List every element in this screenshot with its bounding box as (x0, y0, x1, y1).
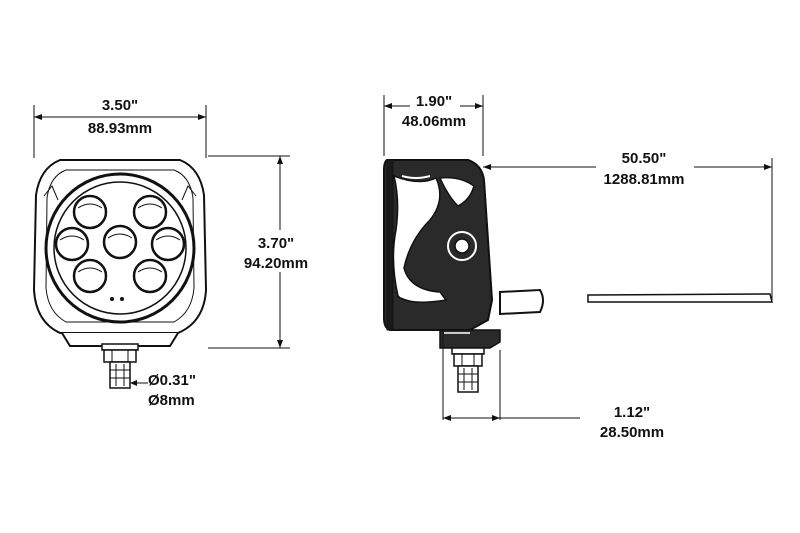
led-pod (72, 258, 108, 294)
cable-length-dimension (483, 158, 773, 300)
side-depth-in-label: 1.90" (416, 93, 452, 110)
cable-length-in-label: 50.50" (622, 150, 667, 167)
stud-diameter-dimension (130, 380, 148, 386)
front-width-mm-label: 88.93mm (88, 120, 152, 137)
led-pod (132, 258, 168, 294)
side-highlight (401, 175, 431, 179)
indicator-dot (110, 297, 114, 301)
front-height-dimension (208, 155, 290, 349)
cable-length-mm-label: 1288.81mm (604, 171, 685, 188)
front-stud-nut (103, 349, 137, 363)
side-depth-dimension (383, 95, 484, 156)
side-housing-sculpt (392, 174, 448, 303)
side-housing-sculpt-upper (438, 176, 475, 207)
led-pod (54, 226, 90, 262)
led-pod (102, 224, 138, 260)
front-height-mm-label: 94.20mm (244, 255, 308, 272)
front-width-in-label: 3.50" (102, 97, 138, 114)
stud-diameter-in-label: Ø0.31" (148, 372, 196, 389)
stud-offset-in-label: 1.12" (614, 404, 650, 421)
led-reflector-line (155, 235, 181, 241)
led-reflector-line (77, 267, 103, 273)
led-reflector-line (59, 235, 85, 241)
cable-stub (499, 288, 544, 316)
led-reflector-line (77, 203, 103, 209)
led-reflector-line (137, 203, 163, 209)
front-stud-bolt (109, 361, 131, 389)
cable-end (587, 293, 773, 303)
adjust-knob-inner (454, 238, 470, 254)
front-corner-tab (181, 185, 197, 201)
front-stud-base (101, 343, 139, 351)
stud-diameter-mm-label: Ø8mm (148, 392, 195, 409)
side-view (383, 159, 773, 393)
side-depth-mm-label: 48.06mm (402, 113, 466, 130)
led-reflector-line (107, 233, 133, 239)
front-view (32, 159, 208, 389)
side-mount (439, 329, 501, 349)
front-corner-tab (43, 185, 59, 201)
led-reflector-line (137, 267, 163, 273)
indicator-dot (120, 297, 124, 301)
led-pod (132, 194, 168, 230)
led-array (54, 194, 186, 301)
side-stud-base (451, 347, 485, 355)
side-stud-nut (453, 353, 483, 367)
side-lens-face (386, 159, 394, 331)
side-highlight (399, 295, 429, 301)
front-lens-inner (53, 181, 187, 315)
led-pod (72, 194, 108, 230)
side-stud-bolt (457, 365, 479, 393)
stud-offset-dimension (442, 330, 580, 421)
front-width-dimension (33, 105, 207, 158)
stud-offset-mm-label: 28.50mm (600, 424, 664, 441)
led-pod (150, 226, 186, 262)
front-height-in-label: 3.70" (258, 235, 294, 252)
